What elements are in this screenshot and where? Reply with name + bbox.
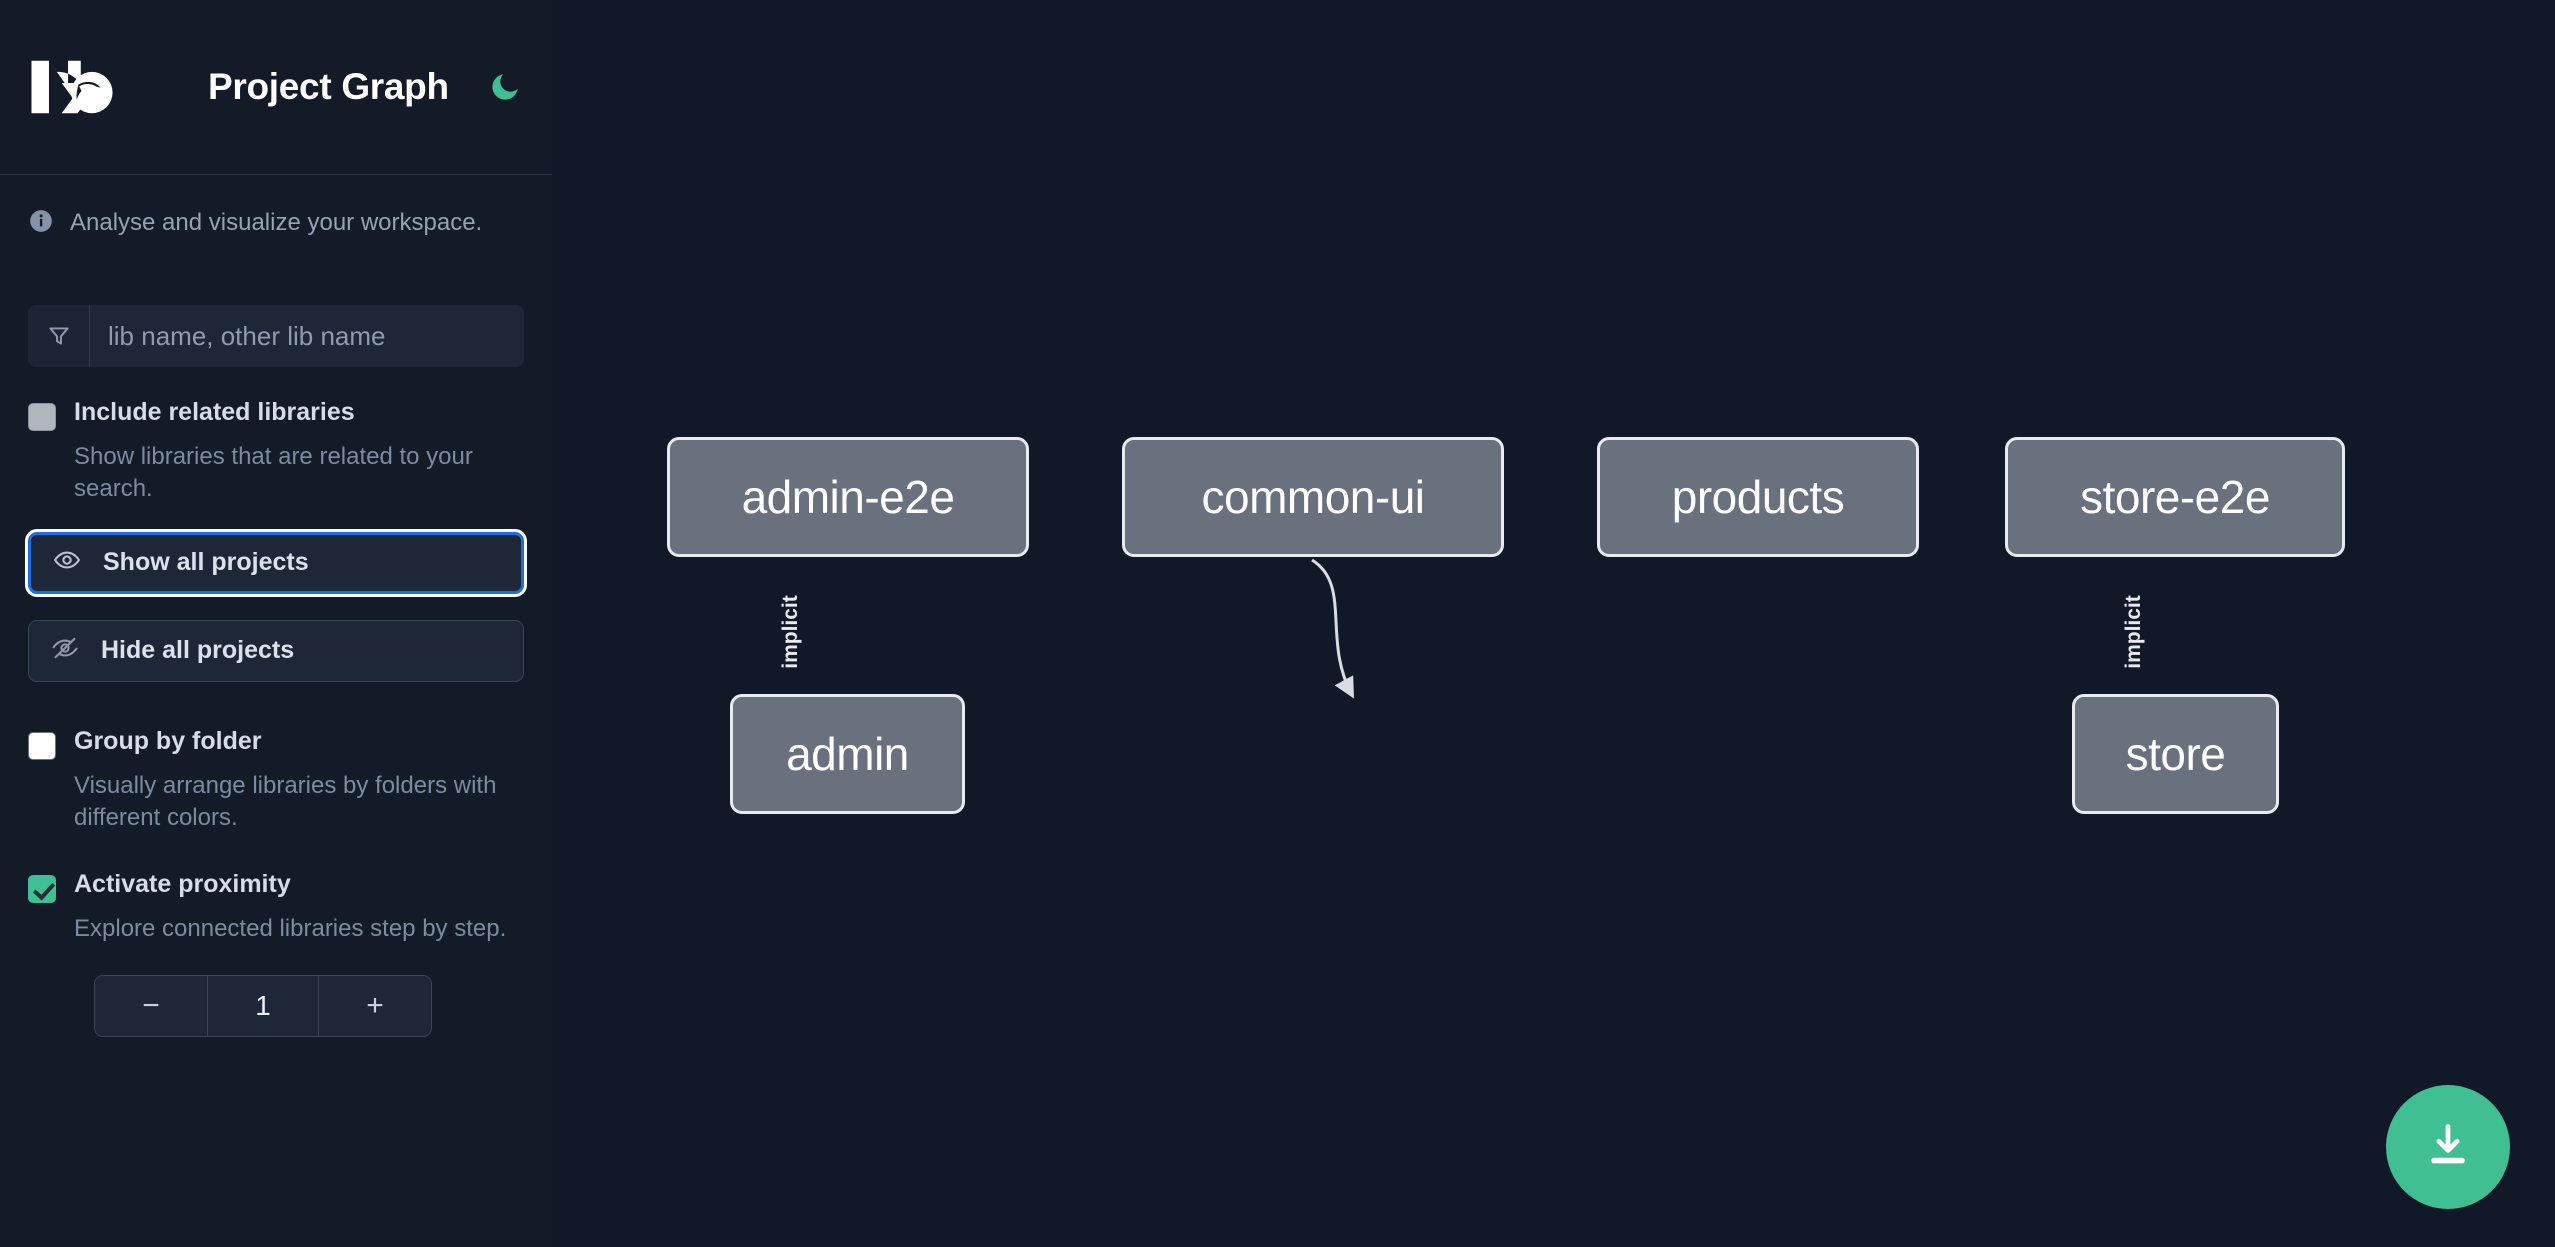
- graph-node-common-ui[interactable]: common-ui: [1122, 437, 1504, 557]
- edge-label-implicit-store: implicit: [2121, 595, 2145, 669]
- search-field[interactable]: [28, 305, 524, 367]
- option-activate-proximity: Activate proximity Explore connected lib…: [28, 869, 524, 945]
- eye-off-icon: [51, 634, 79, 667]
- graph-canvas[interactable]: admin-e2e common-ui products store-e2e a…: [552, 0, 2555, 1247]
- button-label: Hide all projects: [101, 636, 295, 665]
- graph-edges: [1311, 558, 1355, 699]
- info-icon: [28, 208, 54, 239]
- search-input[interactable]: [90, 305, 524, 367]
- graph-node-store[interactable]: store: [2072, 694, 2279, 814]
- option-group-by-folder: Group by folder Visually arrange librari…: [28, 726, 524, 835]
- option-include-related-libraries: Include related libraries Show libraries…: [28, 398, 524, 506]
- edge-label-implicit-admin: implicit: [778, 595, 802, 669]
- sidebar: Project Graph Analyse and visualize your…: [0, 0, 552, 1247]
- show-all-projects-button[interactable]: Show all projects: [28, 531, 524, 594]
- option-label: Group by folder: [74, 726, 262, 755]
- button-label: Show all projects: [103, 548, 309, 577]
- proximity-value: 1: [207, 975, 319, 1036]
- nx-logo-icon: [28, 56, 124, 118]
- graph-node-admin[interactable]: admin: [730, 694, 965, 814]
- node-label: common-ui: [1201, 471, 1425, 523]
- hide-all-projects-button[interactable]: Hide all projects: [28, 619, 524, 682]
- node-label: store: [2125, 728, 2226, 780]
- option-label: Include related libraries: [74, 398, 355, 426]
- download-icon: [2422, 1119, 2474, 1176]
- option-description: Show libraries that are related to your …: [74, 443, 473, 503]
- activate-proximity-checkbox[interactable]: [28, 874, 56, 903]
- edge-admin-e2e-to-admin: [1311, 558, 1355, 699]
- tagline-text: Analyse and visualize your workspace.: [70, 209, 483, 236]
- include-related-libraries-checkbox[interactable]: [28, 403, 56, 431]
- moon-icon[interactable]: [485, 67, 525, 107]
- option-description: Visually arrange libraries by folders wi…: [74, 771, 497, 832]
- graph-node-admin-e2e[interactable]: admin-e2e: [667, 437, 1029, 557]
- sidebar-body: Analyse and visualize your workspace. In…: [0, 183, 552, 1037]
- sidebar-header: Project Graph: [0, 0, 552, 175]
- eye-icon: [53, 546, 81, 579]
- group-by-folder-checkbox[interactable]: [28, 731, 56, 760]
- graph-node-products[interactable]: products: [1597, 437, 1919, 557]
- page-title: Project Graph: [208, 66, 449, 107]
- option-label: Activate proximity: [74, 869, 291, 898]
- filter-funnel-icon: [28, 305, 90, 367]
- option-description: Explore connected libraries step by step…: [74, 914, 507, 942]
- node-label: store-e2e: [2080, 471, 2270, 523]
- node-label: admin-e2e: [741, 471, 955, 523]
- graph-node-store-e2e[interactable]: store-e2e: [2005, 437, 2345, 557]
- proximity-decrement-button[interactable]: −: [95, 975, 207, 1036]
- download-button[interactable]: [2386, 1085, 2510, 1209]
- node-label: admin: [786, 728, 909, 780]
- tagline: Analyse and visualize your workspace.: [28, 183, 524, 263]
- proximity-stepper: − 1 +: [94, 974, 432, 1037]
- proximity-increment-button[interactable]: +: [319, 975, 431, 1036]
- node-label: products: [1671, 471, 1845, 523]
